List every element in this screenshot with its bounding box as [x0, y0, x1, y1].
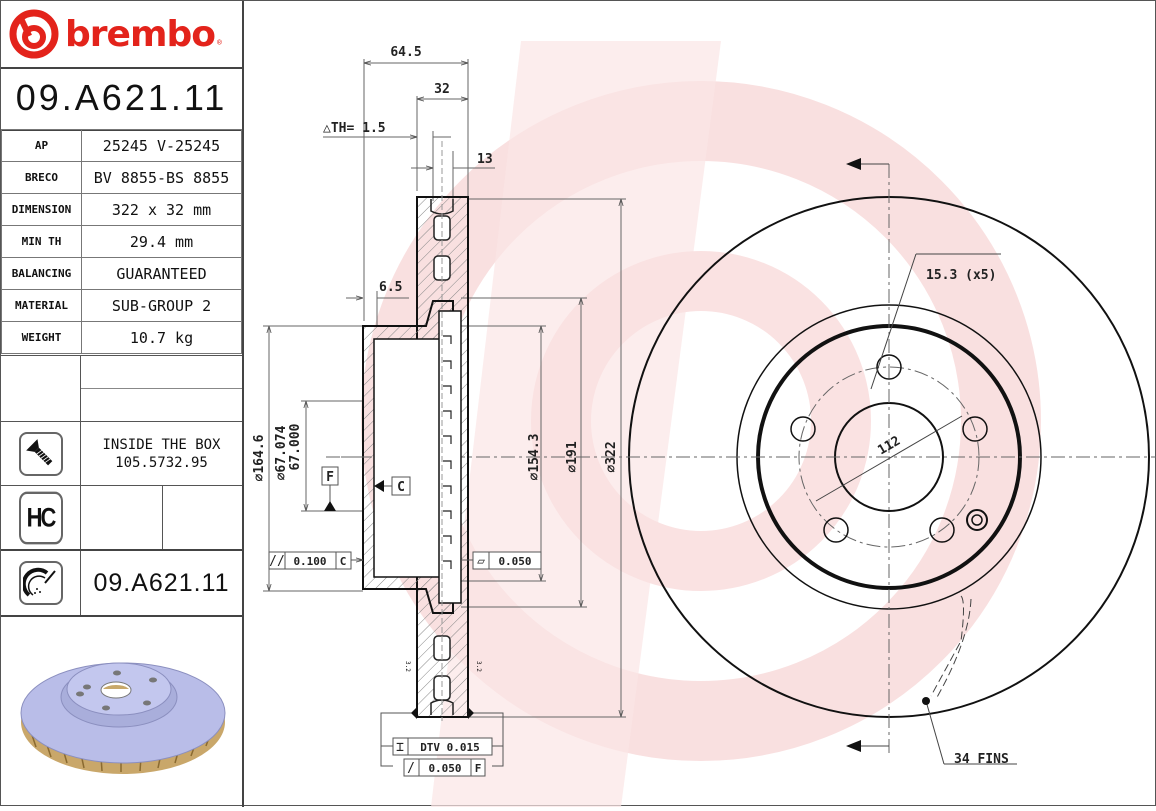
- spec-value: 25245 V-25245: [81, 129, 242, 162]
- surface-finish-mark: 3.2: [404, 661, 411, 672]
- svg-text:0.100: 0.100: [293, 555, 326, 568]
- svg-text:F: F: [475, 762, 482, 775]
- dim-overall-height: 64.5: [390, 45, 421, 60]
- part-number: 09.A621.11: [1, 67, 242, 131]
- flatness-tolerance-frame: ▱ 0.050: [461, 551, 542, 570]
- registered-mark: ®: [216, 37, 222, 47]
- fins-label: 34 FINS: [954, 752, 1009, 767]
- hc-text: HC: [26, 501, 57, 532]
- section-view-drawing: F C // 0.100 C ▱ 0.050: [252, 45, 641, 777]
- datum-c-label: C: [397, 480, 405, 495]
- spec-value: BV 8855-BS 8855: [81, 161, 242, 194]
- dim-braking-band: 13: [477, 152, 493, 167]
- svg-text:0.050: 0.050: [498, 555, 531, 568]
- surface-finish-mark: 3.2: [475, 661, 482, 672]
- spec-value: SUB-GROUP 2: [81, 289, 242, 322]
- dim-delta-th: △TH= 1.5: [323, 121, 386, 136]
- spec-value: 29.4 mm: [81, 225, 242, 258]
- disc-code-row: 09.A621.11: [1, 549, 242, 615]
- logo-box: brembo ®: [1, 1, 242, 69]
- spec-label: MATERIAL: [1, 289, 82, 322]
- parallelism-tolerance-frame: // 0.100 C: [268, 551, 363, 570]
- product-image-cell: [1, 615, 242, 807]
- dim-hat-wall: 6.5: [379, 280, 402, 295]
- dim-outer-diameter: ⌀322: [604, 441, 619, 472]
- front-view-drawing: 15.3 (x5) 112 34 FINS: [626, 158, 1156, 767]
- spec-value: GUARANTEED: [81, 257, 242, 290]
- blank-row: [1, 355, 242, 421]
- svg-text:C: C: [340, 555, 347, 568]
- inside-the-box-label: INSIDE THE BOX: [102, 436, 221, 453]
- hc-row: HC: [1, 485, 242, 549]
- runout-value: 0.050: [428, 762, 461, 775]
- pcd-label: 112: [875, 434, 903, 459]
- brembo-logo-icon: [9, 9, 59, 59]
- bolt-hole-label: 15.3 (x5): [926, 268, 996, 283]
- inside-the-box-code: 105.5732.95: [115, 454, 208, 471]
- spec-label: BALANCING: [1, 257, 82, 290]
- dim-hat-diameter: ⌀164.6: [252, 434, 267, 481]
- dim-bore-max: ⌀67.074: [274, 425, 289, 480]
- screw-icon: [18, 431, 63, 476]
- spec-label: AP: [1, 129, 82, 162]
- spec-label: BRECO: [1, 161, 82, 194]
- disc-caliper-icon: [18, 561, 63, 605]
- brand-logo-text: brembo: [65, 13, 216, 55]
- datum-f-label: F: [326, 470, 334, 485]
- dim-bore-min: 67.000: [288, 423, 303, 470]
- svg-text:/: /: [407, 761, 415, 776]
- dim-band-inner-diameter: ⌀191: [565, 441, 580, 472]
- hc-icon: HC: [18, 491, 63, 544]
- spec-value: 322 x 32 mm: [81, 193, 242, 226]
- spec-label: MIN TH: [1, 225, 82, 258]
- spec-label: WEIGHT: [1, 321, 82, 354]
- brake-disc-render-icon: [20, 662, 226, 774]
- svg-text:▱: ▱: [477, 554, 485, 569]
- dim-thickness: 32: [434, 82, 450, 97]
- inside-the-box-row: INSIDE THE BOX 105.5732.95: [1, 421, 242, 485]
- svg-text://: //: [269, 554, 285, 569]
- spec-label: DIMENSION: [1, 193, 82, 226]
- dtv-value: DTV 0.015: [420, 741, 480, 754]
- dtv-tolerance-frame: [380, 712, 504, 777]
- spec-value: 10.7 kg: [81, 321, 242, 354]
- svg-text:⌶: ⌶: [396, 740, 404, 755]
- dim-inner-diameter: ⌀154.3: [527, 434, 542, 481]
- disc-code: 09.A621.11: [93, 568, 230, 597]
